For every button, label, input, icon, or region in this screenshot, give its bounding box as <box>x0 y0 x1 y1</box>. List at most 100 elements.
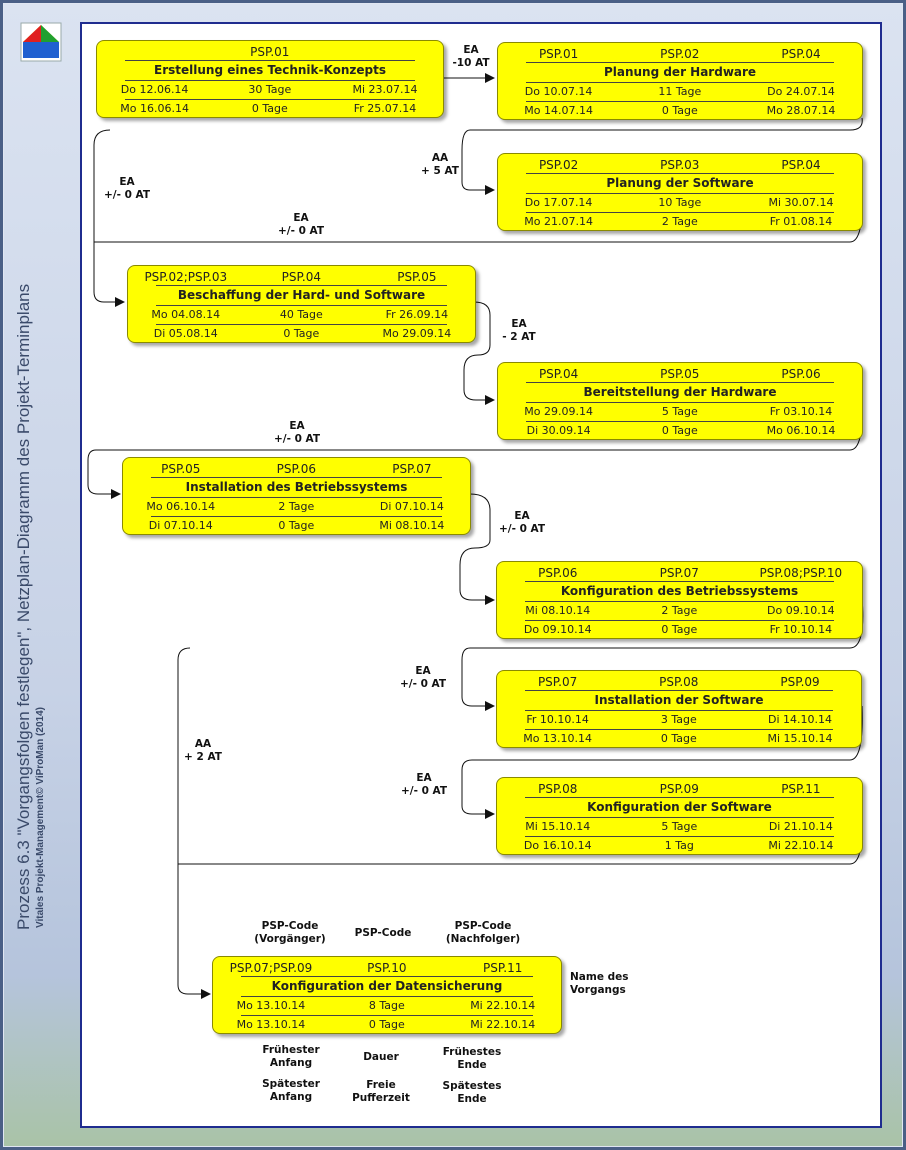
legend-text: (Nachfolger) <box>445 933 521 945</box>
successor-code: PSP.07 <box>392 462 432 476</box>
free-slack: 1 Tag <box>664 839 694 852</box>
legend-text: Ende <box>457 1059 487 1071</box>
connector-5-6 <box>87 399 863 499</box>
latest-start: Di 05.08.14 <box>153 327 218 340</box>
divider <box>125 60 415 61</box>
link-type: EA <box>416 772 432 784</box>
link-type: AA <box>431 152 449 164</box>
free-slack: 0 Tage <box>660 732 697 745</box>
free-slack: 0 Tage <box>661 424 698 437</box>
legend-text: Pufferzeit <box>352 1092 410 1104</box>
free-slack: 0 Tage <box>661 623 698 636</box>
legend-text: Frühestes <box>442 1046 502 1058</box>
earliest-finish: Mi 23.07.14 <box>352 83 418 96</box>
divider <box>525 601 834 602</box>
earliest-finish: Di 07.10.14 <box>379 500 444 513</box>
link-label-7-8: EA+/- 0 AT <box>396 665 450 691</box>
earliest-start: Mo 06.10.14 <box>146 500 216 513</box>
link-type: EA <box>463 44 479 56</box>
legend-text: (Vorgänger) <box>254 933 326 945</box>
divider <box>526 382 834 383</box>
link-lag: + 2 AT <box>184 751 222 763</box>
psp-code: PSP.05 <box>660 367 700 381</box>
link-lag: +/- 0 AT <box>400 785 448 797</box>
latest-start: Mo 13.10.14 <box>523 732 592 745</box>
latest-finish: Mi 22.10.14 <box>470 1018 536 1031</box>
legend-text: Ende <box>457 1093 487 1105</box>
psp-code: PSP.07 <box>659 566 699 580</box>
link-lag: + 5 AT <box>421 165 459 177</box>
activity-name: Konfiguration der Software <box>587 800 772 814</box>
legend-text: PSP-Code <box>354 927 412 939</box>
node-codes-row: PSP.01 <box>97 43 443 61</box>
earliest-finish: Di 21.10.14 <box>768 820 833 833</box>
link-lag: +/- 0 AT <box>273 433 321 445</box>
link-lag: +/- 0 AT <box>399 678 447 690</box>
earliest-finish: Di 14.10.14 <box>768 713 833 726</box>
connector-1-4 <box>93 129 125 307</box>
link-label-3-4: EA+/- 0 AT <box>274 212 328 238</box>
latest-start: Do 16.10.14 <box>523 839 592 852</box>
connector-7-10 <box>177 647 211 999</box>
earliest-finish: Do 09.10.14 <box>767 604 835 617</box>
earliest-finish: Mi 22.10.14 <box>470 999 536 1012</box>
divider <box>125 80 415 81</box>
divider <box>156 285 447 286</box>
latest-finish: Mi 08.10.14 <box>379 519 445 532</box>
latest-start: Mo 13.10.14 <box>236 1018 306 1031</box>
divider <box>241 1015 533 1016</box>
divider <box>241 976 533 977</box>
link-label-4-5: EA- 2 AT <box>498 318 540 344</box>
divider <box>241 996 533 997</box>
psp-code: PSP.03 <box>660 158 700 172</box>
latest-finish: Fr 25.07.14 <box>353 102 417 115</box>
activity-name: Installation des Betriebssystems <box>185 480 408 494</box>
activity-name: Konfiguration der Datensicherung <box>271 979 503 993</box>
predecessor-code: PSP.02;PSP.03 <box>144 270 228 284</box>
divider <box>151 497 442 498</box>
free-slack: 0 Tage <box>251 102 288 115</box>
earliest-start: Do 10.07.14 <box>524 85 593 98</box>
free-slack: 0 Tage <box>368 1018 405 1031</box>
predecessor-code: PSP.02 <box>538 158 579 172</box>
viproman-logo <box>20 22 62 62</box>
predecessor-code: PSP.05 <box>161 462 201 476</box>
legend-text: PSP-Code <box>261 920 319 932</box>
earliest-start: Mo 04.08.14 <box>151 308 221 321</box>
divider <box>525 729 833 730</box>
latest-start: Di 07.10.14 <box>148 519 213 532</box>
psp-code: PSP.02 <box>660 47 700 61</box>
activity-name: Installation der Software <box>594 693 764 707</box>
earliest-finish: Mi 30.07.14 <box>768 196 834 209</box>
divider <box>525 836 834 837</box>
link-type: AA <box>194 738 212 750</box>
divider <box>156 324 447 325</box>
connector-2-3 <box>461 117 863 195</box>
link-type: EA <box>293 212 309 224</box>
activity-name: Erstellung eines Technik-Konzepts <box>154 63 386 77</box>
successor-code: PSP.04 <box>781 47 821 61</box>
duration: 8 Tage <box>368 999 405 1012</box>
